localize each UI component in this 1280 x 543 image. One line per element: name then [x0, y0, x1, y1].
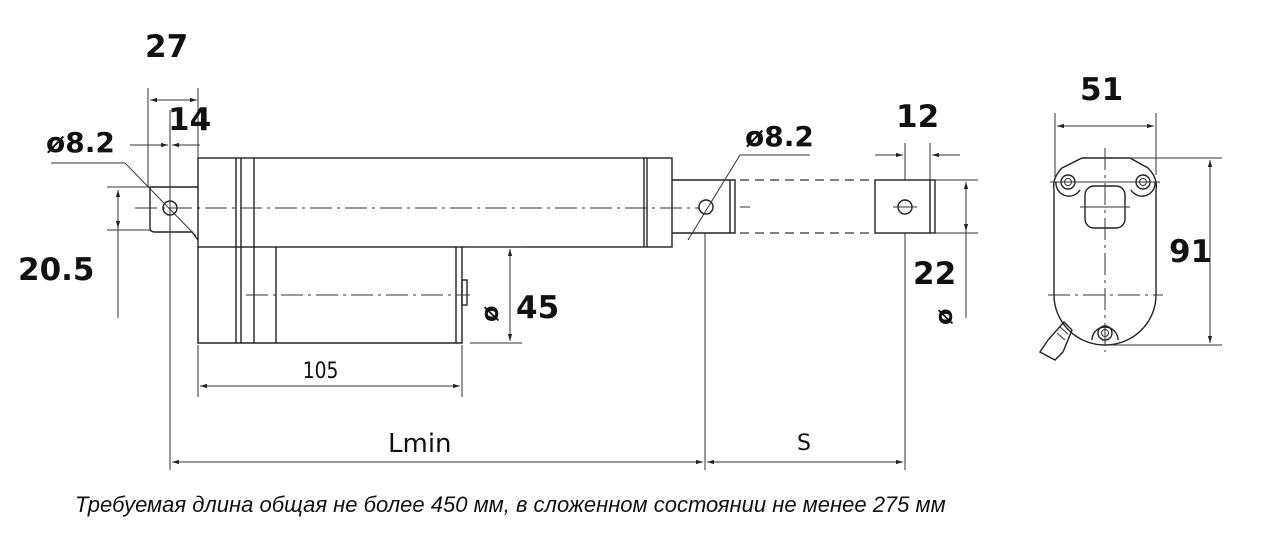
dim-51-91: 51 91: [1054, 72, 1222, 346]
dim-91-label: 91: [1169, 234, 1212, 270]
dim-rear-pin: ø8.2: [46, 126, 197, 237]
dim-22: 22 ø: [913, 179, 978, 326]
lmin-label: Lmin: [388, 429, 452, 459]
dim-45-label: 45: [516, 290, 559, 326]
dim-27-label: 27: [145, 29, 188, 65]
dim-105-label: 105: [303, 358, 339, 384]
end-view: [1038, 148, 1163, 361]
rod-diameter-symbol: ø: [930, 309, 958, 326]
dim-22-label: 22: [913, 256, 956, 292]
requirements-caption: Требуемая длина общая не более 450 мм, в…: [75, 492, 946, 517]
dim-51-label: 51: [1080, 72, 1123, 108]
dim-14-label: 14: [168, 102, 211, 138]
actuator-body: [197, 157, 673, 344]
piston-rod: [672, 179, 936, 234]
stroke-label: S: [797, 431, 811, 456]
dim-20-5-label: 20.5: [18, 252, 95, 288]
dim-12-label: 12: [896, 99, 939, 135]
dim-12: 12: [875, 99, 960, 180]
dim-20-5: 20.5: [18, 190, 121, 318]
dim-lmin-s: Lmin S: [172, 233, 906, 470]
dim-105: 105: [197, 345, 463, 397]
dim-27-14: 27 14: [130, 29, 211, 470]
rear-pin-diameter-label: ø8.2: [46, 126, 115, 159]
rear-clevis: [107, 186, 199, 241]
dim-front-pin: ø8.2: [687, 120, 814, 241]
motor: [246, 247, 470, 344]
front-pin-diameter-label: ø8.2: [745, 120, 814, 153]
motor-diameter-symbol: ø: [476, 306, 504, 323]
dim-45: 45 ø: [470, 246, 559, 344]
